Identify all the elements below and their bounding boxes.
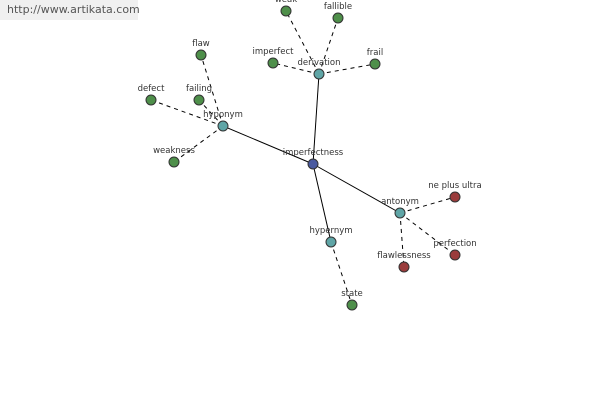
word-node-fallible-dot[interactable] — [332, 12, 344, 24]
root-node-imperfectness-dot[interactable] — [307, 158, 319, 170]
word-node-perfection[interactable]: perfection — [433, 239, 477, 261]
edge-antonym-ne-plus-ultra — [399, 196, 456, 214]
word-node-imperfect-label[interactable]: imperfect — [253, 47, 295, 57]
edge-root-antonym — [312, 163, 401, 214]
word-node-frail-label[interactable]: frail — [367, 48, 383, 58]
relation-node-hypernym-dot[interactable] — [325, 236, 337, 248]
edge-hyponym-weakness — [173, 125, 224, 163]
word-node-ne-plus-ultra-dot[interactable] — [449, 191, 461, 203]
word-node-weakness[interactable]: weakness — [153, 146, 195, 168]
word-node-flawlessness-dot[interactable] — [398, 261, 410, 273]
relation-node-derivation[interactable]: derivation — [297, 58, 341, 80]
word-node-fallible[interactable]: fallible — [324, 2, 352, 24]
relation-node-antonym[interactable]: antonym — [381, 197, 419, 219]
edge-hyponym-failing — [198, 99, 224, 127]
relation-node-hyponym-dot[interactable] — [217, 120, 229, 132]
edge-hypernym-state — [330, 241, 353, 306]
word-node-flaw-dot[interactable] — [195, 49, 207, 61]
edge-antonym-flawlessness — [399, 212, 405, 268]
root-node-imperfectness-label[interactable]: imperfectness — [283, 148, 344, 158]
word-node-frail-dot[interactable] — [369, 58, 381, 70]
word-node-weakness-label[interactable]: weakness — [153, 146, 195, 156]
word-node-weak[interactable]: weak — [275, 0, 297, 17]
word-node-failing-label[interactable]: failing — [186, 84, 212, 94]
root-node-imperfectness[interactable]: imperfectness — [283, 148, 344, 170]
word-node-defect-dot[interactable] — [145, 94, 157, 106]
word-node-flawlessness-label[interactable]: flawlessness — [377, 251, 431, 261]
word-node-failing-dot[interactable] — [193, 94, 205, 106]
word-node-state-label[interactable]: state — [341, 289, 363, 299]
word-node-frail[interactable]: frail — [367, 48, 383, 70]
edge-root-hyponym — [222, 125, 314, 165]
relation-node-hypernym[interactable]: hypernym — [309, 226, 353, 248]
word-node-fallible-label[interactable]: fallible — [324, 2, 352, 12]
word-node-failing[interactable]: failing — [186, 84, 212, 106]
word-node-weak-dot[interactable] — [280, 5, 292, 17]
relation-node-derivation-dot[interactable] — [313, 68, 325, 80]
word-node-flawlessness[interactable]: flawlessness — [377, 251, 431, 273]
word-node-ne-plus-ultra[interactable]: ne plus ultra — [428, 181, 482, 203]
edge-antonym-perfection — [399, 212, 456, 256]
word-node-weak-label[interactable]: weak — [275, 0, 297, 5]
word-node-imperfect[interactable]: imperfect — [253, 47, 295, 69]
relation-node-antonym-label[interactable]: antonym — [381, 197, 419, 207]
word-node-flaw[interactable]: flaw — [192, 39, 210, 61]
word-node-defect[interactable]: defect — [138, 84, 166, 106]
relation-node-hyponym-label[interactable]: hyponym — [203, 110, 243, 120]
relation-node-hyponym[interactable]: hyponym — [203, 110, 243, 132]
edge-derivation-fallible — [318, 17, 339, 75]
edge-root-derivation — [312, 73, 320, 165]
edge-derivation-frail — [318, 63, 376, 75]
word-node-defect-label[interactable]: defect — [138, 84, 166, 94]
word-node-weakness-dot[interactable] — [168, 156, 180, 168]
relation-node-antonym-dot[interactable] — [394, 207, 406, 219]
graph-edges — [150, 10, 456, 306]
word-node-ne-plus-ultra-label[interactable]: ne plus ultra — [428, 181, 481, 191]
edge-derivation-weak — [285, 10, 320, 75]
relation-node-derivation-label[interactable]: derivation — [297, 58, 340, 68]
word-node-flaw-label[interactable]: flaw — [192, 39, 210, 49]
graph-nodes: flaw defect failing weakness weak fallible imp… — [138, 0, 482, 311]
word-node-imperfect-dot[interactable] — [267, 57, 279, 69]
word-node-state[interactable]: state — [341, 289, 363, 311]
relation-node-hypernym-label[interactable]: hypernym — [309, 226, 352, 236]
artikata-url-watermark[interactable]: http://www.artikata.com — [0, 0, 140, 20]
edge-root-hypernym — [312, 163, 332, 243]
word-node-state-dot[interactable] — [346, 299, 358, 311]
word-node-perfection-dot[interactable] — [449, 249, 461, 261]
word-node-perfection-label[interactable]: perfection — [433, 239, 476, 249]
